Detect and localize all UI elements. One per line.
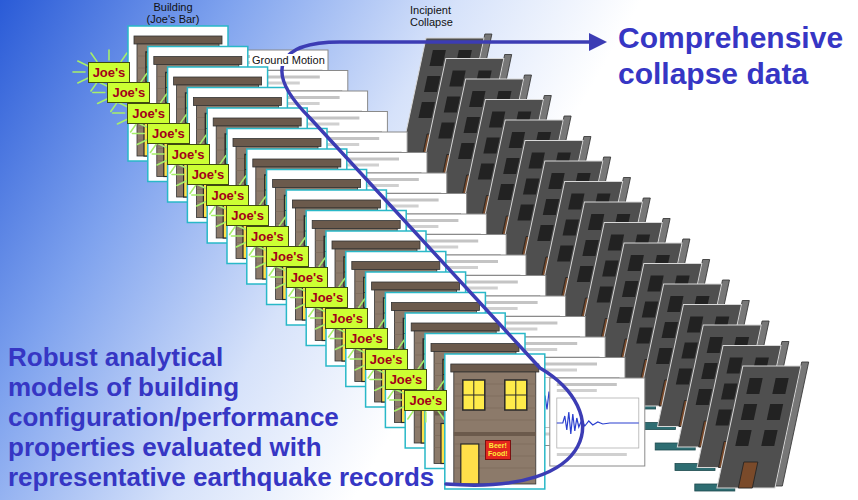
sign-text: Joe's [291, 270, 324, 285]
bar-sign: Joe's [107, 82, 150, 103]
bar-sign: Joe's [325, 308, 368, 329]
bar-sign: Joe's [246, 226, 289, 247]
wrap-step [358, 402, 448, 462]
bar-sign: Joe's [167, 144, 210, 165]
part-label: Ground Motion [250, 54, 327, 66]
sign-text: Joe's [152, 126, 185, 141]
sign-text: Joe's [271, 249, 304, 264]
part-label: Incipient Collapse [410, 4, 462, 28]
sign-text: Joe's [330, 311, 363, 326]
bar-sign: Joe's [88, 62, 131, 83]
sign-text: Joe's [132, 106, 165, 121]
sign-text: Joe's [390, 372, 423, 387]
arrow-head [589, 33, 607, 51]
bar-sign: Joe's [305, 287, 348, 308]
bar-sign: Joe's [345, 328, 388, 349]
bar-sign: Joe's [266, 246, 309, 267]
bar-sign: Joe's [365, 349, 408, 370]
sign-text: Beer! Food! [488, 442, 507, 458]
part-label: Building (Joe's Bar) [142, 1, 204, 25]
sign-text: Joe's [211, 188, 244, 203]
sign-text: Joe's [93, 65, 126, 80]
sign-text: Joe's [112, 85, 145, 100]
wrap-step [268, 342, 448, 402]
sign-text: Joe's [310, 290, 343, 305]
result-heading: Comprehensive collapse data [618, 20, 854, 92]
analysis-slice [390, 354, 809, 491]
bar-sign: Joe's [187, 164, 230, 185]
sign-text: Joe's [231, 208, 264, 223]
method-note: Robust analytical models of building con… [8, 342, 448, 492]
bar-sign: Joe's [147, 123, 190, 144]
sign-text: Joe's [172, 147, 205, 162]
sign-text: Joe's [409, 393, 442, 408]
sign-text: Joe's [370, 352, 403, 367]
bar-sign: Joe's [286, 267, 329, 288]
sign-text: Joe's [251, 229, 284, 244]
food-sign: Beer! Food! [485, 440, 510, 460]
sign-text: Joe's [350, 331, 383, 346]
bar-sign: Joe's [127, 103, 170, 124]
bar-sign: Joe's [404, 390, 447, 411]
bar-sign: Joe's [206, 185, 249, 206]
bar-sign: Joe's [226, 205, 269, 226]
sign-text: Joe's [192, 167, 225, 182]
bar-sign: Joe's [385, 369, 428, 390]
